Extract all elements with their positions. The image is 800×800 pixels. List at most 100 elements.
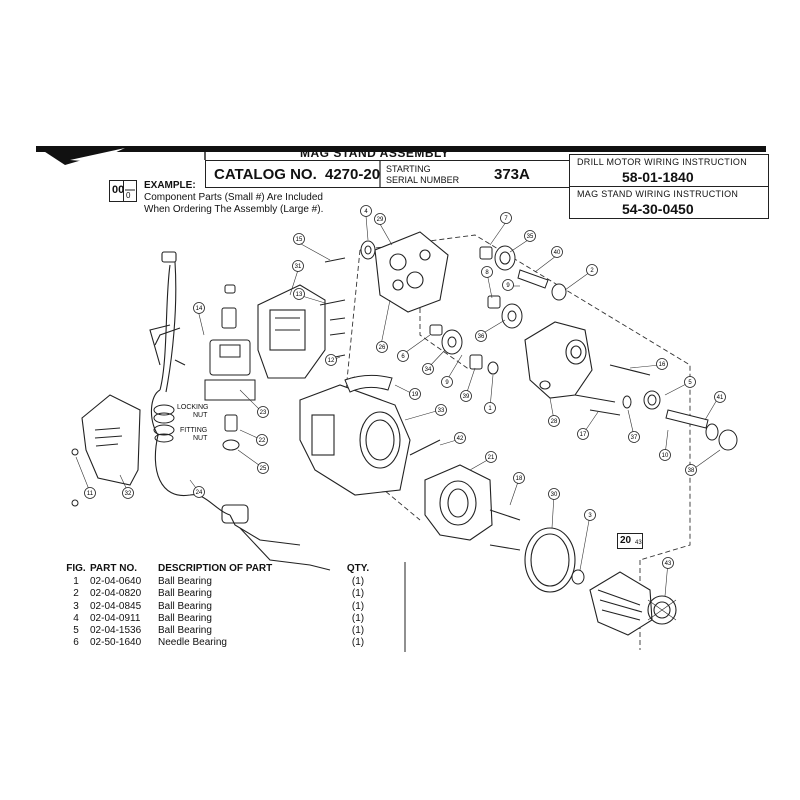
callout-number: 39 bbox=[463, 394, 470, 400]
bearing-part-3 bbox=[571, 569, 585, 585]
screw-part-11-top bbox=[71, 448, 79, 456]
catalog-number: 4270-20 bbox=[325, 166, 381, 183]
callout-number: 34 bbox=[425, 367, 432, 373]
callout-43: 43 bbox=[662, 557, 674, 569]
callout-13: 13 bbox=[293, 288, 305, 300]
callout-22: 22 bbox=[256, 434, 268, 446]
fitting-label: FITTING bbox=[180, 427, 208, 434]
header-qty: QTY. bbox=[346, 563, 370, 574]
callout-number: 9 bbox=[506, 283, 510, 289]
shaft-part-40 bbox=[517, 269, 567, 301]
screw-part-42 bbox=[409, 439, 441, 456]
callout-number: 43 bbox=[665, 561, 672, 567]
callout-38: 38 bbox=[685, 464, 697, 476]
callout-7: 7 bbox=[500, 212, 512, 224]
callout-number: 2 bbox=[590, 268, 594, 274]
callout-number: 41 bbox=[717, 395, 724, 401]
starting-serial-label: STARTING SERIAL NUMBER bbox=[386, 164, 459, 186]
pinion-part-39 bbox=[469, 354, 499, 375]
gear-part-34 bbox=[429, 324, 463, 355]
gear-housing-part-28 bbox=[524, 321, 593, 399]
callout-number: 30 bbox=[551, 492, 558, 498]
callout-number: 19 bbox=[412, 392, 419, 398]
callout-number: 28 bbox=[551, 419, 558, 425]
callout-33: 33 bbox=[435, 404, 447, 416]
cell-desc: Ball Bearing bbox=[158, 612, 212, 624]
screw-part-11-bottom bbox=[71, 499, 79, 507]
gear-case-part-29 bbox=[374, 231, 449, 313]
callout-number: 15 bbox=[296, 237, 303, 243]
assembly-big-number: 20 bbox=[620, 535, 632, 546]
cell-desc: Ball Bearing bbox=[158, 600, 212, 612]
callout-number: 17 bbox=[580, 432, 587, 438]
callout-number: 10 bbox=[662, 453, 669, 459]
assembly-box bbox=[617, 533, 643, 549]
screw-part-18b bbox=[489, 544, 521, 551]
callout-19: 19 bbox=[409, 388, 421, 400]
cell-part: 02-50-1640 bbox=[90, 637, 142, 649]
mag-stand-wiring-box bbox=[569, 186, 769, 219]
callout-number: 35 bbox=[527, 234, 534, 240]
serial-number: 373A bbox=[494, 166, 530, 183]
callout-number: 25 bbox=[260, 466, 267, 472]
callout-number: 7 bbox=[504, 216, 508, 222]
callout-number: 26 bbox=[379, 345, 386, 351]
callout-2: 2 bbox=[586, 264, 598, 276]
callout-26: 26 bbox=[376, 341, 388, 353]
callout-number: 23 bbox=[260, 410, 267, 416]
callout-15: 15 bbox=[293, 233, 305, 245]
starting-label: STARTING bbox=[386, 164, 431, 174]
locking-label: LOCKING bbox=[177, 404, 209, 411]
cell-qty: (1) bbox=[351, 625, 365, 637]
housing-part-31 bbox=[257, 284, 326, 379]
assembly-small-number: 43 bbox=[635, 540, 642, 546]
callout-16: 16 bbox=[656, 358, 668, 370]
parts-table: FIG. PART NO. DESCRIPTION OF PART QTY. 1… bbox=[62, 562, 382, 650]
cell-qty: (1) bbox=[351, 637, 365, 649]
callout-number: 4 bbox=[364, 209, 368, 215]
callout-21: 21 bbox=[485, 451, 497, 463]
callout-number: 6 bbox=[401, 354, 405, 360]
callout-29: 29 bbox=[374, 213, 386, 225]
callout-8: 8 bbox=[481, 266, 493, 278]
callout-number: 37 bbox=[631, 435, 638, 441]
callout-number: 13 bbox=[296, 292, 303, 298]
drill-motor-wiring-label: DRILL MOTOR WIRING INSTRUCTION bbox=[577, 157, 748, 167]
catalog-label: CATALOG NO. bbox=[214, 166, 317, 183]
callout-number: 9 bbox=[445, 380, 449, 386]
callout-number: 11 bbox=[87, 491, 94, 497]
callout-18: 18 bbox=[513, 472, 525, 484]
cell-desc: Ball Bearing bbox=[158, 625, 212, 637]
armature-part-20 bbox=[589, 571, 677, 636]
cell-qty: (1) bbox=[351, 600, 365, 612]
ring-part-38 bbox=[718, 429, 738, 451]
callout-34: 34 bbox=[422, 363, 434, 375]
callout-35: 35 bbox=[524, 230, 536, 242]
field-part-21 bbox=[424, 464, 493, 541]
callout-37: 37 bbox=[628, 431, 640, 443]
switch-part-23 bbox=[204, 284, 256, 401]
callout-number: 16 bbox=[659, 362, 666, 368]
cell-fig: 5 bbox=[73, 625, 79, 637]
fitting-nut-label: NUT bbox=[193, 435, 208, 442]
baffle-part-19 bbox=[344, 374, 393, 393]
example-small-number: 0 bbox=[126, 191, 131, 200]
cell-qty: (1) bbox=[351, 588, 365, 600]
example-line-1: Component Parts (Small #) Are Included bbox=[144, 192, 323, 203]
cell-part: 02-04-0640 bbox=[90, 576, 142, 587]
cell-fig: 2 bbox=[73, 588, 79, 600]
callout-number: 14 bbox=[196, 306, 203, 312]
callout-25: 25 bbox=[257, 462, 269, 474]
callout-number: 31 bbox=[295, 264, 302, 270]
shield-cover-part-32 bbox=[81, 394, 141, 486]
header-fig: FIG. bbox=[66, 563, 86, 574]
callout-number: 29 bbox=[377, 217, 384, 223]
callout-17: 17 bbox=[577, 428, 589, 440]
callout-32: 32 bbox=[122, 487, 134, 499]
table-header: FIG. PART NO. DESCRIPTION OF PART QTY. bbox=[62, 562, 382, 576]
